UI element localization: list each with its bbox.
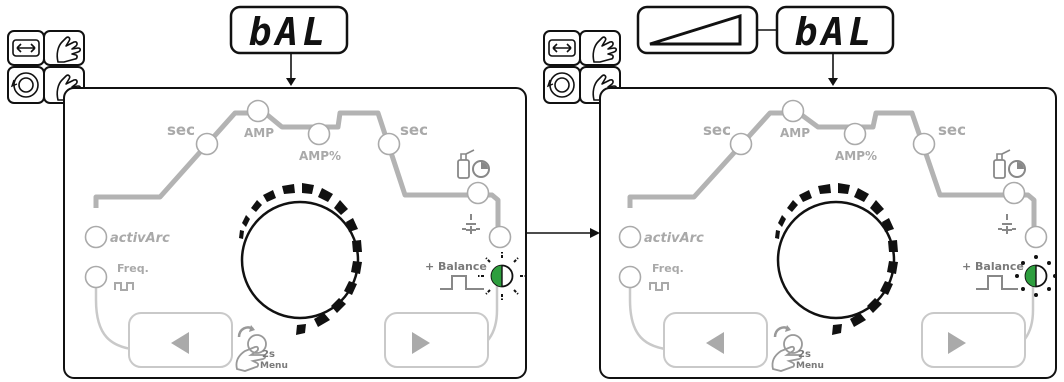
node-sec-left[interactable] <box>729 132 753 156</box>
display-text: bAL <box>795 10 876 54</box>
menu-label: Menu <box>796 361 824 371</box>
label-sec-right: sec <box>400 121 428 139</box>
node-sec-right[interactable] <box>377 132 401 156</box>
arrow-left-right-icon <box>548 39 576 57</box>
node-gas[interactable] <box>1002 181 1026 205</box>
balance-led-active[interactable] <box>478 252 526 300</box>
welding-graph-line <box>93 110 501 236</box>
menu-label: Menu <box>260 361 288 371</box>
menu-press-icon <box>235 325 267 372</box>
display-bal: bAL <box>775 5 895 86</box>
balance-led-blinking[interactable] <box>1015 255 1057 297</box>
freq-pulse-icon <box>114 282 134 291</box>
electrode-icon <box>462 214 480 234</box>
triangle-right-icon <box>412 332 430 354</box>
node-sec-left[interactable] <box>195 132 219 156</box>
node-amp[interactable] <box>781 99 805 123</box>
parameter-knob[interactable] <box>775 183 898 335</box>
next-button[interactable] <box>921 312 1026 368</box>
node-freq[interactable] <box>618 265 642 289</box>
label-freq: Freq. <box>652 262 684 275</box>
label-amp: AMP <box>780 126 810 140</box>
node-activarc[interactable] <box>84 225 108 249</box>
label-balance: + Balance <box>425 260 487 273</box>
node-amp[interactable] <box>246 99 270 123</box>
panel-right: bAL sec AMP AMP% sec activArc Freq. + Ba… <box>543 5 1057 379</box>
label-freq: Freq. <box>117 262 149 275</box>
knob-level-segments <box>775 183 898 335</box>
gas-bottle-timer-icon <box>457 149 490 179</box>
label-activarc: activArc <box>644 231 704 246</box>
label-amp: AMP <box>244 126 274 140</box>
next-button[interactable] <box>384 312 489 368</box>
hand-press-button-1[interactable] <box>43 30 85 66</box>
gas-bottle-timer-icon <box>993 149 1026 179</box>
display-bal: bAL <box>229 5 349 86</box>
menu-press-icon <box>771 325 803 372</box>
arrow-left-right-icon <box>12 39 40 57</box>
menu-time-label: 2s <box>262 349 275 360</box>
node-sec-right[interactable] <box>912 132 936 156</box>
hand-press-button-1[interactable] <box>579 30 621 66</box>
balance-pulse-icon <box>440 275 484 290</box>
label-sec-left: sec <box>167 121 195 139</box>
label-activarc: activArc <box>110 231 170 246</box>
ramp-icon <box>649 13 742 46</box>
node-electrode[interactable] <box>488 225 512 249</box>
rotate-icon <box>546 72 575 98</box>
triangle-right-icon <box>948 332 966 354</box>
node-activarc[interactable] <box>618 225 642 249</box>
label-amp-percent: AMP% <box>299 149 341 163</box>
menu-time-label: 2s <box>798 349 811 360</box>
node-freq[interactable] <box>84 265 108 289</box>
node-electrode[interactable] <box>1024 225 1048 249</box>
panel-left: bAL sec AMP AMP% sec activArc Freq. + Ba… <box>7 5 527 379</box>
label-balance: + Balance <box>962 260 1024 273</box>
label-sec-right: sec <box>938 121 966 139</box>
label-sec-left: sec <box>703 121 731 139</box>
node-gas[interactable] <box>466 181 490 205</box>
triangle-left-icon <box>171 332 189 354</box>
parameter-knob[interactable] <box>239 183 362 335</box>
transition-arrow <box>526 228 600 238</box>
display-ramp <box>636 5 759 55</box>
control-icons-right <box>543 30 621 104</box>
welding-graph-line <box>627 110 1037 236</box>
knob-level-segments <box>239 183 362 335</box>
control-icons-left <box>7 30 85 104</box>
balance-pulse-icon <box>976 275 1018 290</box>
node-amp-percent[interactable] <box>843 122 867 146</box>
node-amp-percent[interactable] <box>307 122 331 146</box>
freq-pulse-icon <box>649 282 669 291</box>
rotate-icon <box>10 72 39 98</box>
label-amp-percent: AMP% <box>835 149 877 163</box>
display-text: bAL <box>249 10 330 54</box>
triangle-left-icon <box>706 332 724 354</box>
electrode-icon <box>998 214 1016 234</box>
